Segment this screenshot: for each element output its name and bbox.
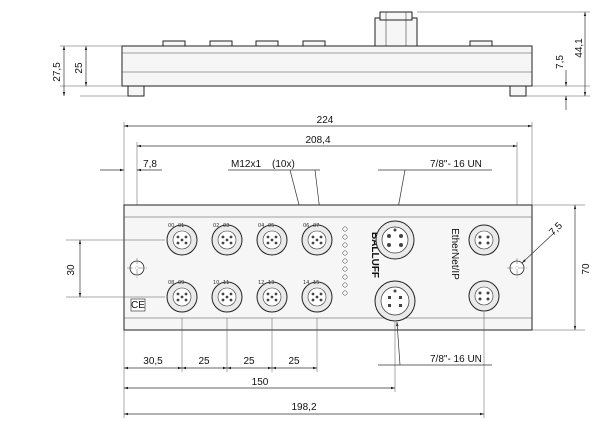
side-foot-right <box>509 85 527 97</box>
power-in-connector <box>375 220 415 260</box>
port-label: 13 <box>268 280 274 286</box>
dim-pitch-3: 25 <box>288 356 300 367</box>
led <box>342 242 348 248</box>
m12-port: 08 09 <box>166 280 198 313</box>
led <box>342 266 348 272</box>
dim-connector-height: 44,1 <box>574 38 585 58</box>
dim-edge-to-hole: 7,8 <box>143 159 157 170</box>
port-label: 01 <box>178 223 184 229</box>
port-label: 00 <box>168 223 174 229</box>
led <box>342 226 348 232</box>
ethernet-port-1 <box>468 224 500 256</box>
led-indicators <box>342 226 348 296</box>
dim-total-height: 27,5 <box>52 62 63 82</box>
port-label: 05 <box>268 223 274 229</box>
m12-port: 06 07 <box>301 223 333 256</box>
power-out-thread-label: 7/8"- 16 UN <box>430 354 482 365</box>
port-label: 06 <box>303 223 309 229</box>
side-power-connector <box>374 17 418 49</box>
port-label: 15 <box>313 280 319 286</box>
side-view: 27,5 25 44,1 7,5 <box>52 11 590 110</box>
led <box>342 282 348 288</box>
dim-to-power: 150 <box>252 377 269 388</box>
led <box>342 258 348 264</box>
m12-port: 14 15 <box>301 280 333 313</box>
ce-mark: CE <box>130 298 146 312</box>
port-label: 07 <box>313 223 319 229</box>
ethernet-port-2 <box>468 280 500 312</box>
port-count-label: (10x) <box>272 159 295 170</box>
port-label: 03 <box>223 223 229 229</box>
dim-base-height: 25 <box>74 62 85 74</box>
port-label: 12 <box>258 280 264 286</box>
dim-hole-diameter: 7,5 <box>547 220 565 238</box>
dim-to-last-port: 198,2 <box>291 402 316 413</box>
port-thread-label: M12x1 <box>231 159 261 170</box>
m12-port: 02 03 <box>211 223 243 256</box>
m12-port: 10 11 <box>211 280 243 313</box>
front-view: 224 208,4 7,8 M12x1 (10x) 7/8"- 16 UN <box>66 115 592 418</box>
port-label: 04 <box>258 223 264 229</box>
svg-text:CE: CE <box>131 300 145 311</box>
dim-overall-length: 224 <box>317 115 334 126</box>
m12-port: 04 05 <box>256 223 288 256</box>
m12-ports: 00 01 02 03 04 05 06 07 08 09 10 11 12 13 14 15 <box>166 223 333 313</box>
dim-pitch-2: 25 <box>243 356 255 367</box>
dim-first-port-offset: 30,5 <box>143 356 163 367</box>
m12-port: 12 13 <box>256 280 288 313</box>
port-label: 08 <box>168 280 174 286</box>
led <box>342 234 348 240</box>
dim-row-spacing: 30 <box>66 264 77 276</box>
front-housing <box>123 204 533 331</box>
dim-flange: 7,5 <box>555 55 566 69</box>
m12-port: 00 01 <box>166 223 198 256</box>
side-housing <box>121 45 533 87</box>
dim-hole-spacing: 208,4 <box>305 135 330 146</box>
power-out-connector <box>374 280 416 322</box>
led <box>342 274 348 280</box>
dim-height: 70 <box>581 263 592 275</box>
port-label: 10 <box>213 280 219 286</box>
side-foot-left <box>127 85 145 97</box>
port-label: 09 <box>178 280 184 286</box>
brand-logo: BALLUFF <box>369 232 380 278</box>
port-label: 02 <box>213 223 219 229</box>
port-label: 11 <box>223 280 229 286</box>
dim-pitch-1: 25 <box>198 356 210 367</box>
power-in-thread-label: 7/8"- 16 UN <box>430 159 482 170</box>
led <box>342 250 348 256</box>
led <box>342 290 348 296</box>
network-label: EtherNet/IP <box>449 228 460 280</box>
port-label: 14 <box>303 280 309 286</box>
